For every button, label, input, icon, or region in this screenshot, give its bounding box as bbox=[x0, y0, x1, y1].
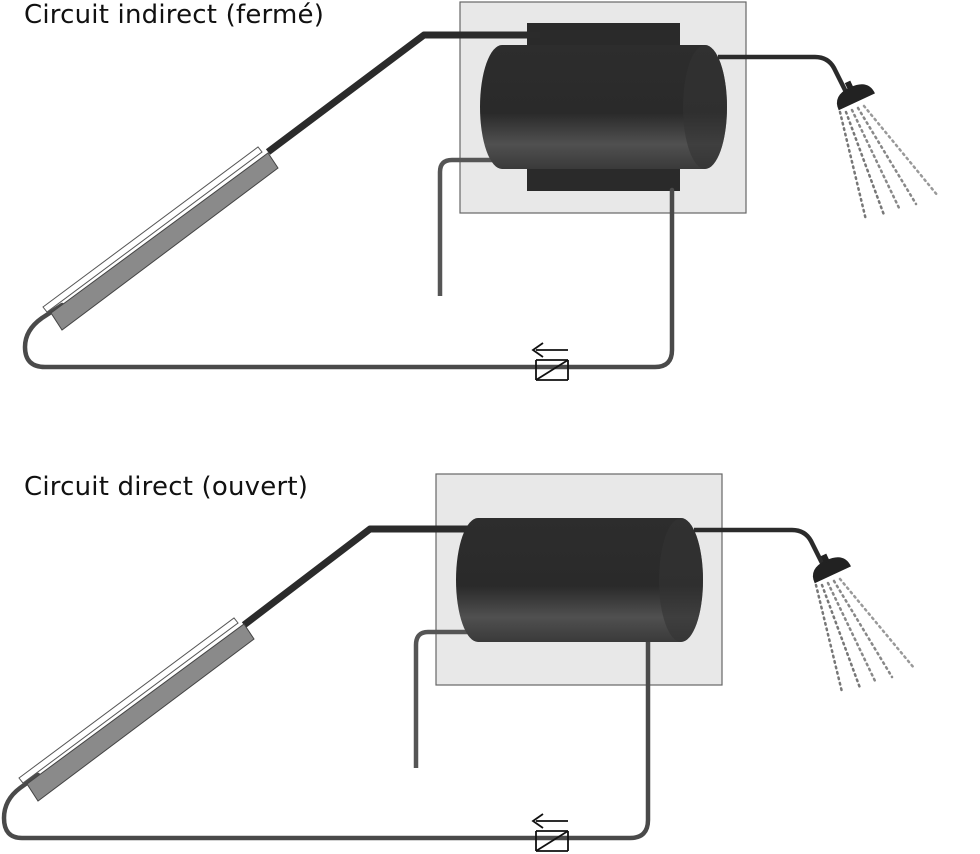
cold-inlet-pipe bbox=[437, 157, 505, 296]
diagram-direct bbox=[1, 473, 916, 852]
shower-pipe bbox=[694, 527, 826, 567]
solar-collector-icon bbox=[18, 617, 255, 802]
heat-exchanger-top bbox=[527, 23, 680, 47]
storage-tank-icon bbox=[456, 518, 703, 642]
return-loop-pipe bbox=[1, 633, 651, 841]
hot-pipe bbox=[241, 525, 480, 628]
hot-pipe bbox=[265, 31, 540, 155]
title-direct-circuit: Circuit direct (ouvert) bbox=[24, 472, 309, 502]
shower-head-icon bbox=[836, 80, 875, 111]
diagram-indirect bbox=[22, 1, 940, 381]
shower-spray bbox=[838, 104, 940, 222]
heat-exchanger-bottom bbox=[527, 166, 680, 191]
check-valve-icon bbox=[531, 813, 569, 852]
solar-collector-icon bbox=[42, 146, 279, 331]
cold-inlet-pipe bbox=[413, 629, 482, 768]
storage-tank-icon bbox=[480, 45, 727, 169]
return-loop-pipe bbox=[22, 187, 675, 370]
shower-head-icon bbox=[812, 553, 851, 584]
shower-pipe bbox=[718, 54, 849, 94]
check-valve-icon bbox=[531, 342, 569, 381]
title-indirect-circuit: Circuit indirect (fermé) bbox=[24, 0, 325, 30]
shower-spray bbox=[814, 577, 916, 694]
